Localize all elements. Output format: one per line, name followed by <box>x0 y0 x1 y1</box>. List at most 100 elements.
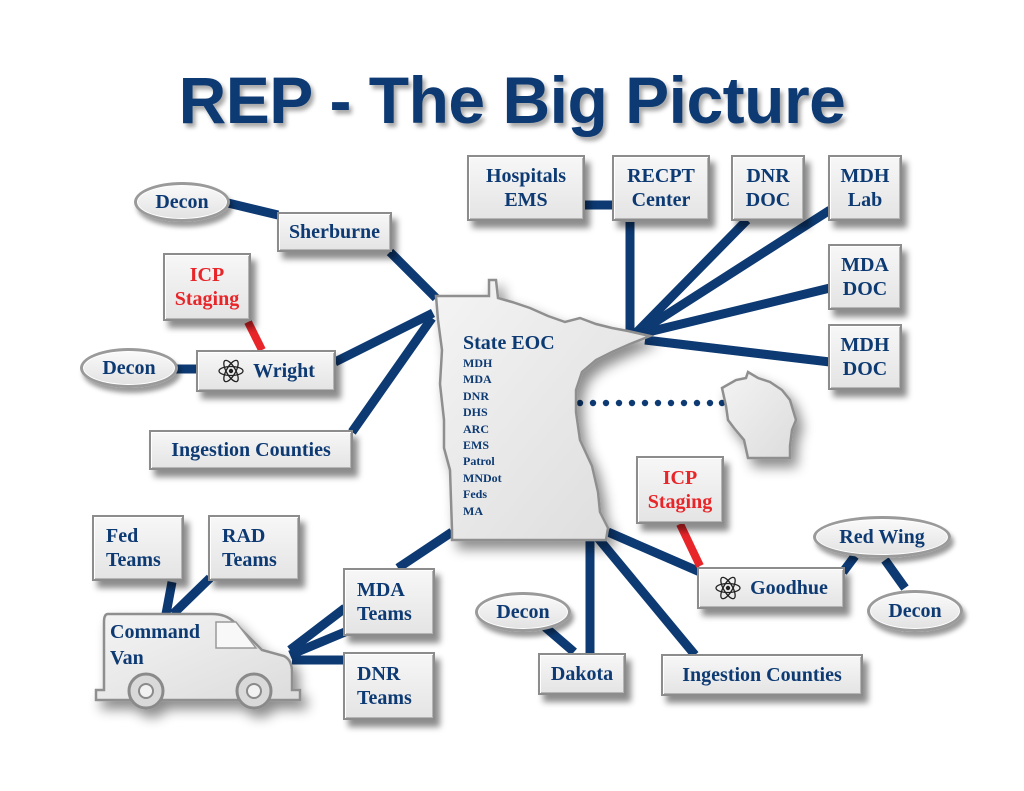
node-line: DNR <box>357 663 401 685</box>
atom-icon <box>218 359 244 383</box>
link-mdhdoc-mn <box>644 335 831 367</box>
node-fed-teams: Fed Teams <box>92 515 184 581</box>
node-line: Teams <box>357 603 412 625</box>
link-dnrdoc-mn <box>632 216 751 337</box>
node-dakota-decon: Decon <box>475 592 571 632</box>
node-line: RAD <box>222 525 266 547</box>
link-radteams-van <box>169 574 214 618</box>
van-icon <box>94 612 302 710</box>
node-label: Dakota <box>550 663 614 685</box>
node-line: Teams <box>222 549 277 571</box>
minnesota-state-shape <box>434 278 655 542</box>
node-label: Decon <box>102 356 156 379</box>
node-mda-teams: MDA Teams <box>343 568 435 636</box>
node-mdh-lab: MDH Lab <box>828 155 902 221</box>
node-line: EMS <box>504 189 548 211</box>
node-line: DOC <box>842 278 888 300</box>
node-ingestion-counties-south: Ingestion Counties <box>661 654 863 696</box>
link-sherburne-decon <box>226 198 280 220</box>
node-mdh-doc: MDH DOC <box>828 324 902 390</box>
link-ingestion-west-mn <box>348 315 436 435</box>
link-mn-goodhue <box>606 527 702 577</box>
node-dnr-teams: DNR Teams <box>343 652 435 720</box>
eoc-agency: MNDot <box>463 470 502 485</box>
node-goodhue: Goodhue <box>697 567 845 609</box>
node-wright: Wright <box>196 350 336 392</box>
node-label: Decon <box>496 600 550 623</box>
link-mdateams-mn <box>395 528 455 572</box>
node-line: Center <box>631 189 691 211</box>
state-eoc-label: State EOC MDH MDA DNR DHS ARC EMS Patrol… <box>463 332 555 519</box>
node-line: DNR <box>746 165 790 187</box>
eoc-agency: ARC <box>463 421 489 436</box>
node-line: RECPT <box>627 165 695 187</box>
node-label: Ingestion Counties <box>682 664 842 686</box>
node-label: Decon <box>155 190 209 213</box>
node-line: Teams <box>106 549 161 571</box>
link-fedteams-van <box>161 581 177 615</box>
node-label: Red Wing <box>839 525 925 548</box>
page-title: REP - The Big Picture <box>178 63 846 137</box>
node-icp-staging-west: ICP Staging <box>163 253 251 321</box>
atom-icon <box>715 576 741 600</box>
node-recpt-center: RECPT Center <box>612 155 710 221</box>
node-goodhue-decon: Decon <box>867 590 963 632</box>
node-line: Teams <box>357 687 412 709</box>
node-rad-teams: RAD Teams <box>208 515 300 581</box>
eoc-agency: MA <box>463 503 483 518</box>
link-dakota-decon <box>542 623 577 656</box>
link-mdadoc-mn <box>638 283 832 339</box>
node-line: Staging <box>647 491 713 513</box>
eoc-agency: DHS <box>463 405 488 420</box>
node-red-wing: Red Wing <box>813 516 951 558</box>
node-line: Staging <box>174 288 240 310</box>
command-van-line-1: Command <box>110 621 201 643</box>
link-wright-mn <box>332 308 436 367</box>
eoc-agency: MDH <box>463 356 493 370</box>
node-line: Lab <box>847 189 883 211</box>
node-label: Ingestion Counties <box>171 439 331 461</box>
node-label: Sherburne <box>288 221 381 243</box>
node-mda-doc: MDA DOC <box>828 244 902 310</box>
dotted-link-mn-wi <box>576 399 726 407</box>
node-line: DOC <box>745 189 791 211</box>
node-line: Hospitals <box>485 165 567 187</box>
node-line: MDH <box>840 165 890 187</box>
state-eoc-title: State EOC <box>463 332 555 354</box>
node-line: Fed <box>106 525 139 547</box>
node-sherburne: Sherburne <box>277 212 392 252</box>
node-wright-decon: Decon <box>80 348 178 388</box>
link-mn-ingestion-south <box>594 535 699 658</box>
link-sherburne-mn <box>386 248 440 302</box>
link-icp-east-goodhue <box>676 522 704 568</box>
link-redwing-decon <box>881 557 909 591</box>
link-van-mdateams-2 <box>288 627 347 660</box>
node-line: MDA <box>357 579 405 601</box>
node-line: MDA <box>841 254 889 276</box>
link-mdhlab-mn <box>635 206 833 337</box>
eoc-agency: Patrol <box>463 454 495 469</box>
node-dnr-doc: DNR DOC <box>731 155 805 221</box>
eoc-agency: MDA <box>463 372 492 387</box>
eoc-agency: DNR <box>463 388 489 403</box>
node-ingestion-counties-west: Ingestion Counties <box>149 430 353 470</box>
wisconsin-state-shape <box>720 370 798 460</box>
node-hospitals-ems: Hospitals EMS <box>467 155 585 221</box>
node-icp-staging-east: ICP Staging <box>636 456 724 524</box>
link-icp-west-wright <box>244 320 266 352</box>
node-label: Wright <box>253 360 315 382</box>
node-sherburne-decon: Decon <box>134 182 230 222</box>
link-goodhue-redwing <box>839 553 859 575</box>
command-van-line-2: Van <box>110 647 144 669</box>
node-line: ICP <box>189 264 225 286</box>
link-van-mdateams <box>287 604 348 654</box>
node-line: DOC <box>842 358 888 380</box>
eoc-agency: EMS <box>463 438 490 453</box>
command-van-label: Command Van <box>110 619 200 671</box>
node-label: Goodhue <box>750 577 828 599</box>
node-dakota: Dakota <box>538 653 626 695</box>
node-line: ICP <box>662 467 698 489</box>
node-label: Decon <box>888 599 942 622</box>
